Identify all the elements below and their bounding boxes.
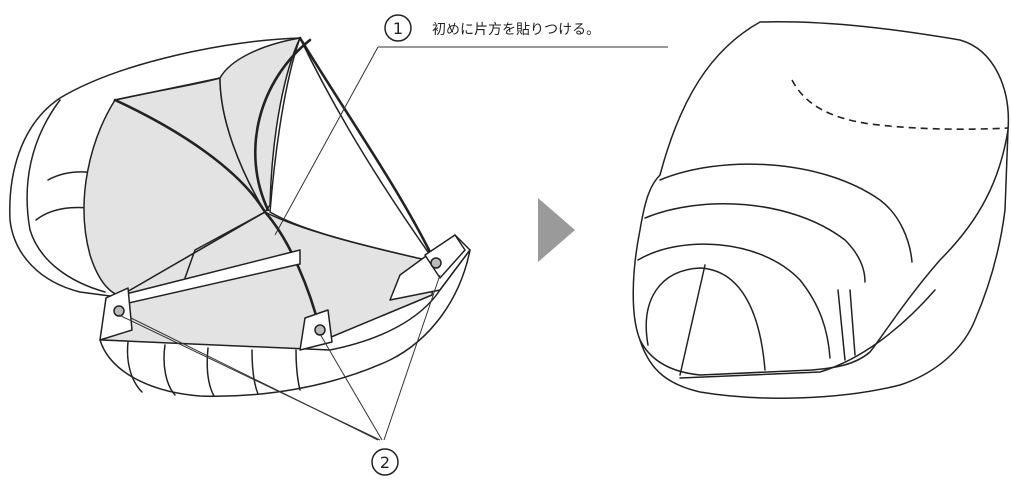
glue-dot-right bbox=[431, 258, 441, 268]
right-triangle-arrow-icon bbox=[538, 198, 575, 262]
callout-2: 2 bbox=[372, 449, 398, 475]
glue-dot-middle bbox=[315, 325, 325, 335]
closed-shell-body bbox=[633, 22, 1008, 375]
glue-dot-left bbox=[114, 306, 124, 316]
callout-1: 1 初めに片方を貼りつける。 bbox=[385, 15, 600, 41]
callout-1-text: 初めに片方を貼りつける。 bbox=[432, 21, 600, 38]
callout-2-number: 2 bbox=[380, 453, 390, 472]
closed-shell-illustration bbox=[633, 22, 1008, 398]
opened-shell-illustration bbox=[10, 38, 668, 440]
callout-1-number: 1 bbox=[393, 19, 403, 38]
